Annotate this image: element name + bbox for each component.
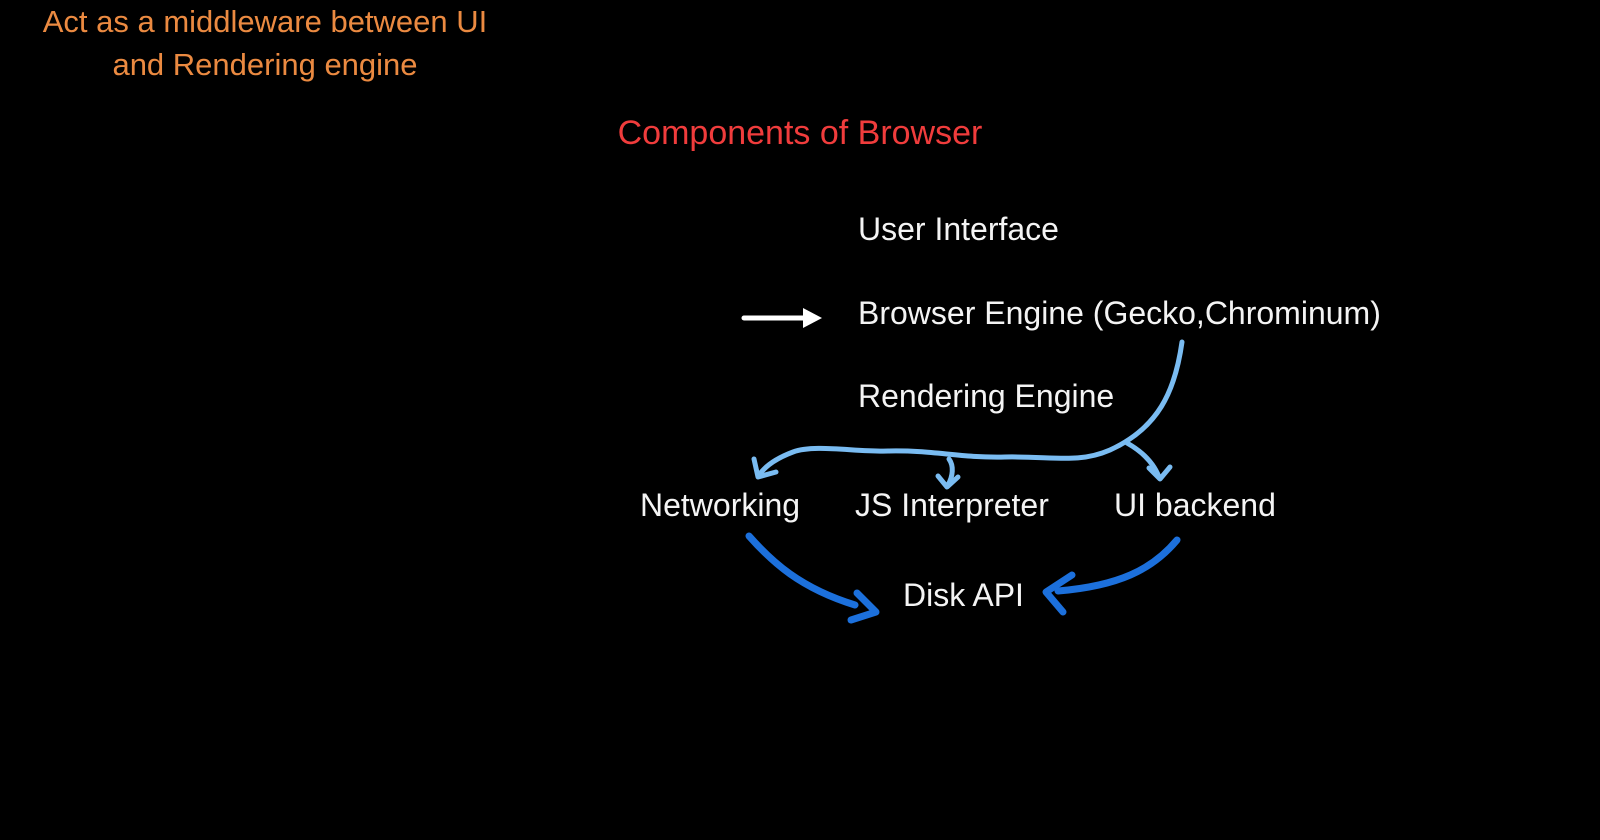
subcomponent-networking: Networking <box>640 487 801 523</box>
browser-engine-to-networking-arrow <box>751 339 1185 480</box>
middleware-annotation-line-2: and Rendering engine <box>112 47 418 82</box>
networking-to-disk-api-arrow <box>745 532 880 624</box>
layer-user-interface: User Interface <box>858 211 1059 247</box>
storage-disk-api: Disk API <box>903 577 1024 613</box>
middleware-annotation: Act as a middleware between UI and Rende… <box>0 0 530 86</box>
browser-engine-to-js-interpreter-arrow <box>935 456 961 490</box>
ui-backend-to-disk-api-arrow <box>1042 536 1181 616</box>
layer-browser-engine: Browser Engine (Gecko,Chrominum) <box>858 295 1381 331</box>
middleware-annotation-line-1: Act as a middleware between UI <box>42 4 488 39</box>
annotation-to-browser-engine-arrow <box>741 308 822 328</box>
browser-engine-to-ui-backend-arrow <box>1124 440 1173 482</box>
subcomponent-js-interpreter: JS Interpreter <box>855 487 1049 523</box>
subcomponent-ui-backend: UI backend <box>1114 487 1276 523</box>
layer-rendering-engine: Rendering Engine <box>858 378 1115 414</box>
page-title: Components of Browser <box>617 114 983 152</box>
